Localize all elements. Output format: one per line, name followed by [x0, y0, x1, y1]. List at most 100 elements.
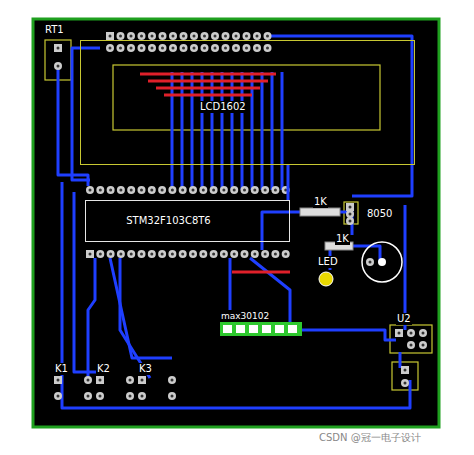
- pad: [117, 44, 125, 52]
- drill: [171, 379, 174, 382]
- silkscreen: [45, 40, 432, 390]
- pad: [117, 186, 125, 194]
- pad: [271, 250, 279, 258]
- pad: [159, 32, 167, 40]
- pad: [251, 250, 259, 258]
- drill: [161, 253, 164, 256]
- pad: [199, 186, 207, 194]
- drill: [119, 189, 122, 192]
- part-label: K2: [96, 363, 111, 375]
- board-outline: [33, 19, 439, 427]
- drill: [369, 261, 372, 264]
- pad: [127, 44, 135, 52]
- drill: [171, 395, 174, 398]
- pad: [264, 44, 272, 52]
- drill: [422, 344, 425, 347]
- pad: [282, 250, 290, 258]
- pad: [168, 376, 176, 384]
- trace-line: [287, 165, 290, 200]
- component-name: STM32F103C8T6: [125, 215, 211, 227]
- part-label: 8050: [366, 208, 393, 220]
- bus-trace: [211, 72, 214, 190]
- bus-traces: [172, 72, 282, 190]
- drill: [119, 47, 122, 50]
- drill: [130, 253, 133, 256]
- pad: [190, 44, 198, 52]
- pad: [138, 44, 146, 52]
- pad: [264, 32, 272, 40]
- pad: [253, 44, 261, 52]
- pad: [127, 250, 135, 258]
- drill: [151, 47, 154, 50]
- drill: [266, 35, 269, 38]
- resistor-symbol: [300, 208, 340, 216]
- bus-trace: [181, 72, 184, 190]
- pad: [168, 186, 176, 194]
- drill: [274, 189, 277, 192]
- drill: [202, 189, 205, 192]
- drill: [222, 189, 225, 192]
- drill: [140, 253, 143, 256]
- pad: [126, 392, 134, 400]
- pad: [253, 32, 261, 40]
- bus-trace: [251, 72, 254, 190]
- drill: [192, 189, 195, 192]
- trace-connector: [288, 165, 289, 200]
- drill: [349, 206, 352, 209]
- header-pin: [275, 325, 284, 333]
- pad: [346, 210, 354, 218]
- drill: [284, 253, 287, 256]
- pad: [126, 376, 134, 384]
- pad: [159, 44, 167, 52]
- pad: [148, 186, 156, 194]
- pad: [54, 62, 62, 70]
- pad: [201, 32, 209, 40]
- drill: [349, 220, 352, 223]
- drill: [141, 379, 144, 382]
- drill: [253, 253, 256, 256]
- drill: [193, 35, 196, 38]
- drill: [203, 35, 206, 38]
- drill: [150, 189, 153, 192]
- pad: [127, 32, 135, 40]
- part-label: U2: [396, 313, 412, 325]
- pad: [232, 32, 240, 40]
- pad: [106, 44, 114, 52]
- pad: [96, 250, 104, 258]
- pad: [189, 186, 197, 194]
- drill: [245, 35, 248, 38]
- drill: [141, 395, 144, 398]
- drill: [99, 379, 102, 382]
- drill: [349, 213, 352, 216]
- bus-trace: [191, 72, 194, 190]
- pad: [222, 32, 230, 40]
- pad: [138, 376, 146, 384]
- bus-trace: [241, 72, 244, 190]
- part-label: K3: [138, 363, 153, 375]
- drill: [404, 382, 407, 385]
- pad: [407, 341, 415, 349]
- drill: [243, 189, 246, 192]
- drill: [99, 253, 102, 256]
- pad: [168, 250, 176, 258]
- pad: [158, 186, 166, 194]
- part-label: LED: [317, 256, 339, 268]
- drill: [129, 379, 132, 382]
- drill: [130, 35, 133, 38]
- pad: [96, 376, 104, 384]
- part-label: K1: [54, 363, 69, 375]
- drill: [410, 344, 413, 347]
- pad: [401, 366, 409, 374]
- mcu-chip: STM32F103C8T6: [85, 200, 290, 242]
- drill: [89, 253, 92, 256]
- pad: [180, 44, 188, 52]
- drill: [181, 253, 184, 256]
- red-trace: [140, 73, 276, 76]
- pad: [158, 250, 166, 258]
- drill: [243, 253, 246, 256]
- drill: [253, 189, 256, 192]
- pad: [107, 186, 115, 194]
- part-label: RT1: [44, 24, 65, 36]
- drill: [109, 35, 112, 38]
